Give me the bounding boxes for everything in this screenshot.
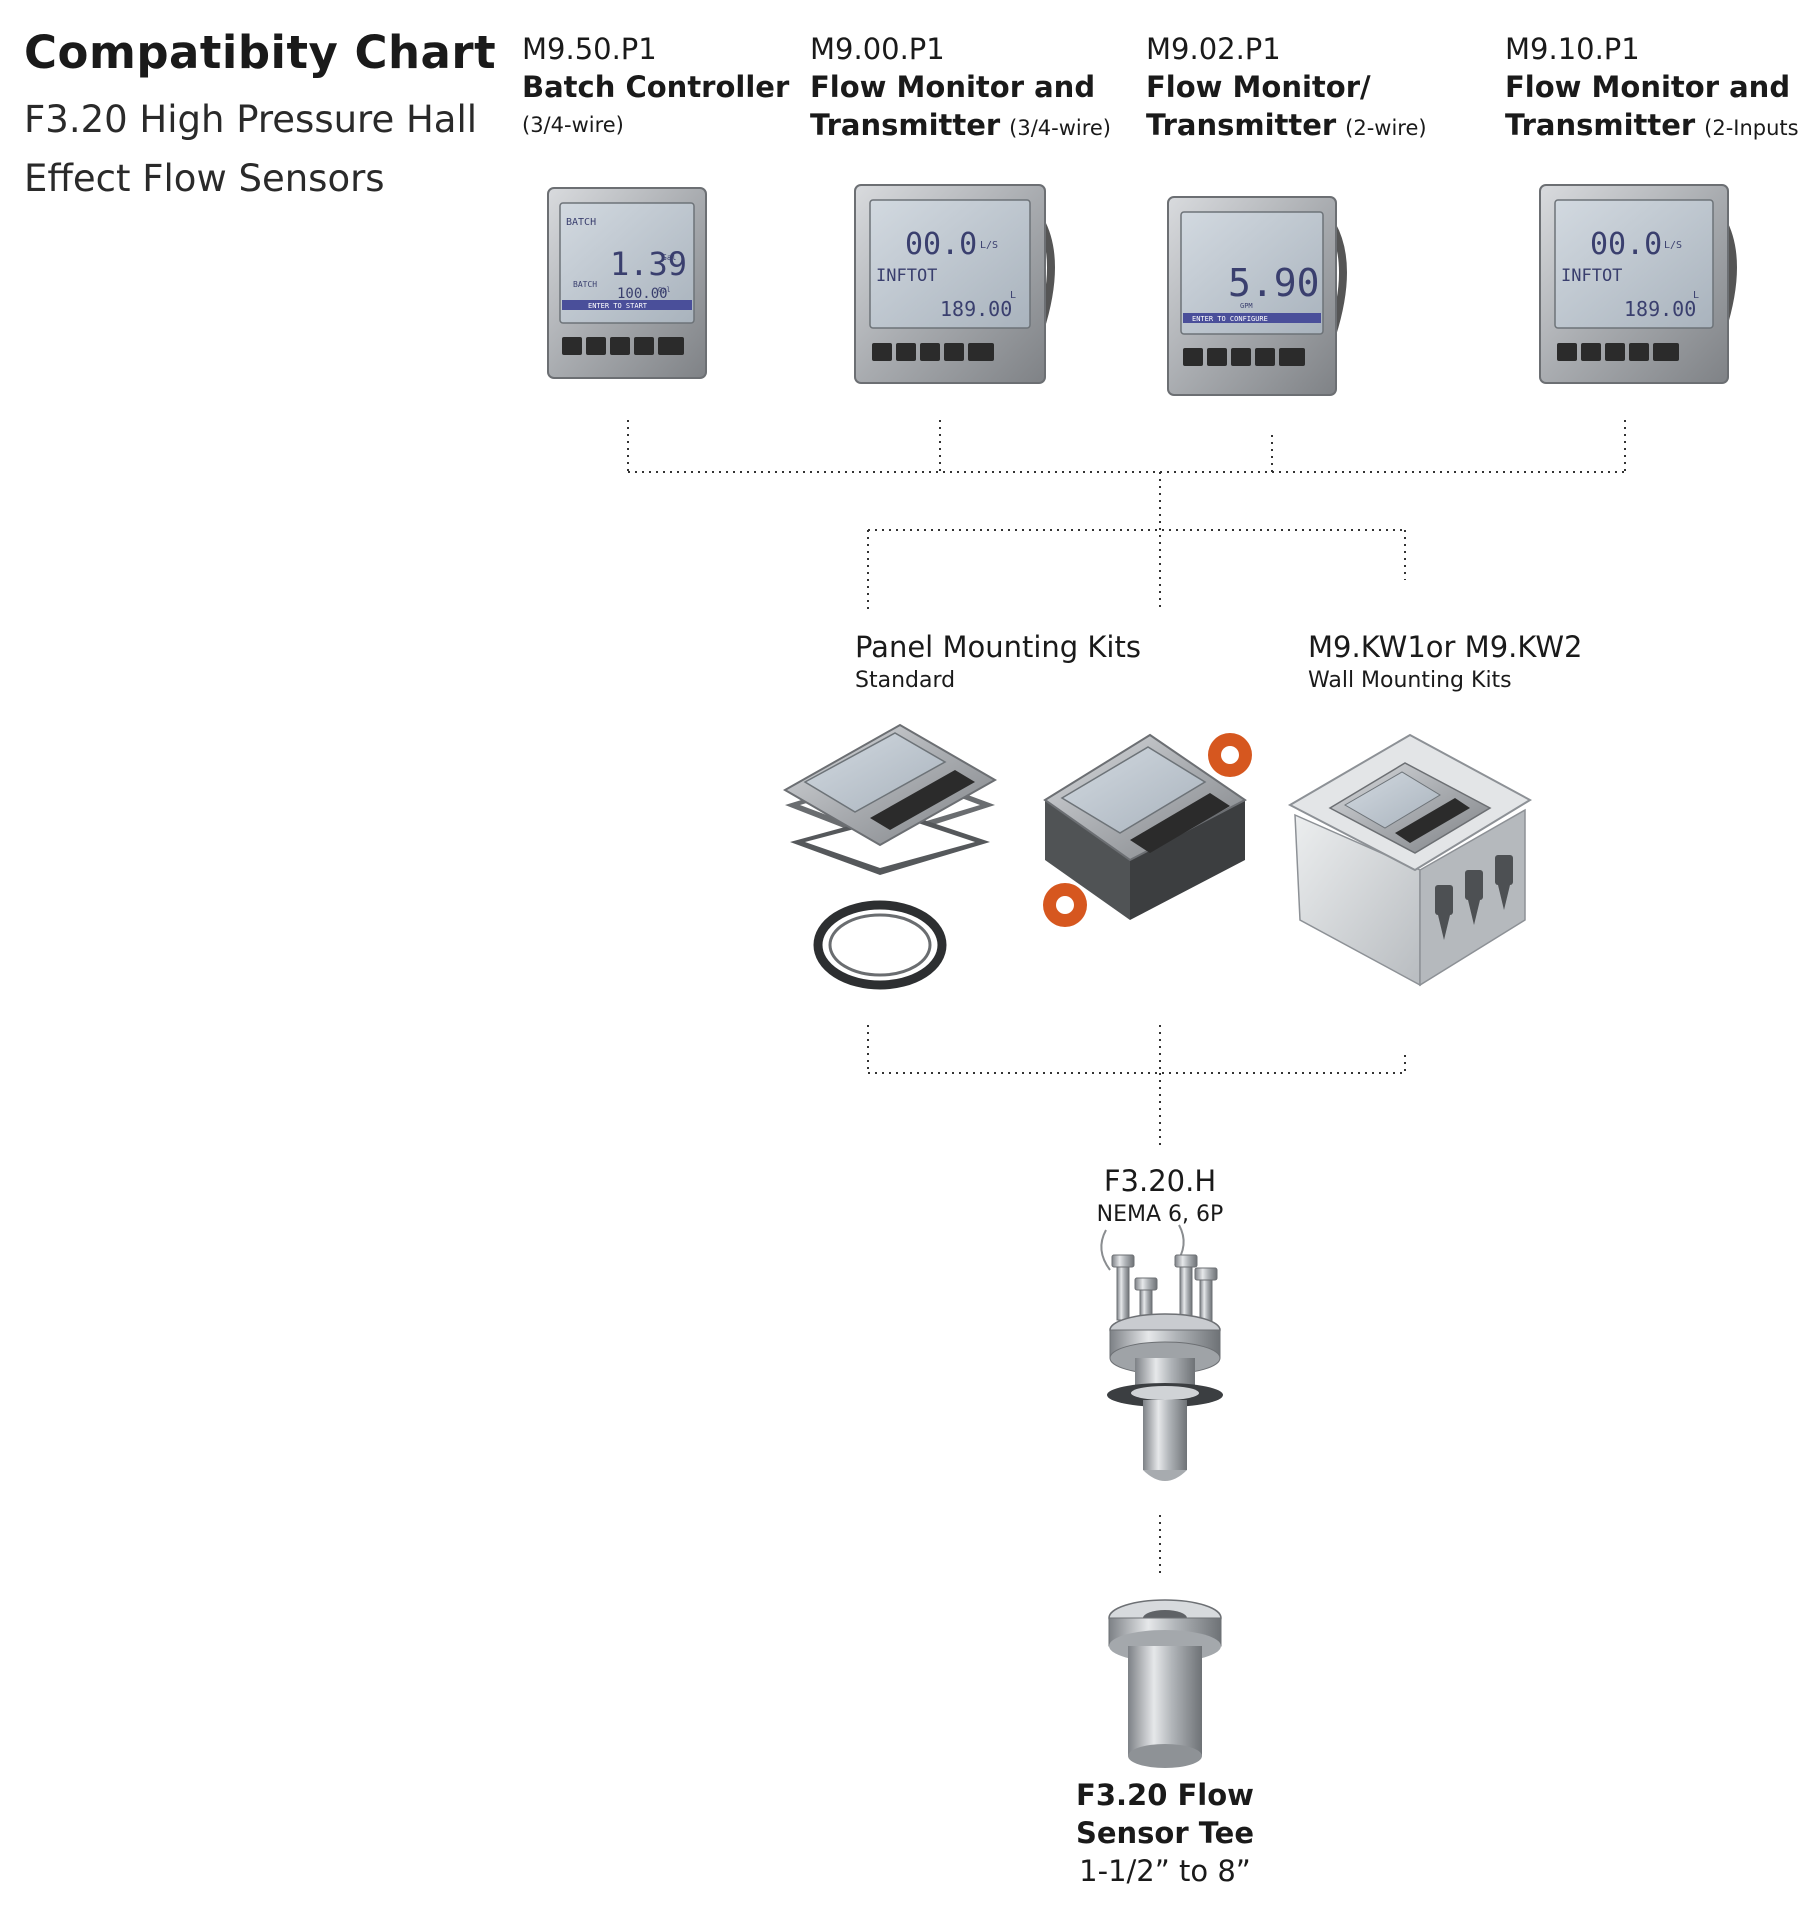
lcd-main-value: 5.90 bbox=[1228, 261, 1320, 305]
monitor-name: Flow Monitor/ bbox=[1146, 70, 1371, 104]
sensor-label: F3.20.H NEMA 6, 6P bbox=[1050, 1162, 1270, 1230]
monitor-model: M9.00.P1 bbox=[810, 32, 945, 66]
keypad bbox=[1183, 348, 1305, 366]
monitor-name: Batch Controller bbox=[522, 70, 790, 104]
monitor-name: Transmitter bbox=[1505, 108, 1696, 142]
connector-lines bbox=[627, 420, 1626, 1578]
lcd-row2-label: BATCH bbox=[573, 280, 597, 289]
monitor-wire: (2-Inputs) bbox=[1704, 116, 1800, 140]
tee-label: F3.20 Flow Sensor Tee 1-1/2” to 8” bbox=[1040, 1776, 1290, 1890]
lcd-top-label: BATCH bbox=[566, 217, 596, 228]
monitor-model: M9.50.P1 bbox=[522, 32, 657, 66]
monitor-heading-4: M9.10.P1 Flow Monitor and Transmitter (2… bbox=[1505, 30, 1800, 144]
sensor-model: F3.20.H bbox=[1103, 1164, 1217, 1198]
lcd-row3-value: 189.00 bbox=[940, 297, 1012, 321]
kit-model: M9.KW1or M9.KW2 bbox=[1308, 630, 1583, 664]
monitor-model: M9.02.P1 bbox=[1146, 32, 1281, 66]
tee-name: F3.20 Flow bbox=[1076, 1778, 1254, 1812]
monitor-wire: (3/4-wire) bbox=[1009, 116, 1112, 140]
monitor-heading-2: M9.00.P1 Flow Monitor and Transmitter (3… bbox=[810, 30, 1111, 144]
tee-size: 1-1/2” to 8” bbox=[1079, 1854, 1251, 1888]
keypad bbox=[872, 343, 994, 361]
lcd-main-value: 1.39 bbox=[610, 245, 687, 283]
kit-desc: Standard bbox=[855, 668, 956, 693]
lcd-bar-text: ENTER TO CONFIGURE bbox=[1192, 315, 1268, 323]
lcd-unit: GPM bbox=[1240, 302, 1253, 310]
monitor-heading-1: M9.50.P1 Batch Controller (3/4-wire) bbox=[522, 30, 789, 139]
monitor-wire: (3/4-wire) bbox=[522, 113, 624, 137]
monitor-device-4: 00.0 L/S INFTOT L 189.00 bbox=[1539, 184, 1737, 384]
kit-desc: Wall Mounting Kits bbox=[1308, 668, 1512, 693]
monitor-model: M9.10.P1 bbox=[1505, 32, 1640, 66]
lcd-unit: L/S bbox=[1664, 240, 1682, 251]
panel-kit-label: Panel Mounting Kits Standard bbox=[855, 628, 1141, 696]
lcd-main-value: 00.0 bbox=[905, 227, 977, 262]
lcd-row3-value: 189.00 bbox=[1624, 297, 1696, 321]
monitor-name: Transmitter bbox=[810, 108, 1001, 142]
lcd-unit: L/S bbox=[980, 240, 998, 251]
keypad bbox=[1557, 343, 1679, 361]
lcd-row3-unit: L bbox=[1010, 290, 1016, 301]
lcd-row2-value: 100.00 bbox=[617, 286, 668, 302]
lcd-unit: Gal bbox=[662, 253, 677, 262]
chart-title: Compatibity Chart bbox=[24, 26, 497, 79]
panel-kit-exploded bbox=[782, 723, 998, 990]
panel-kit-assembled bbox=[1043, 733, 1252, 927]
monitor-name: Flow Monitor and bbox=[810, 70, 1096, 104]
monitor-device-1: BATCH 1.39 Gal BATCH 100.00 Gal ENTER TO… bbox=[547, 187, 707, 379]
wall-kit-enclosure bbox=[1287, 733, 1533, 987]
monitor-wire: (2-wire) bbox=[1345, 116, 1427, 140]
kit-model: Panel Mounting Kits bbox=[855, 630, 1141, 664]
lcd-main-value: 00.0 bbox=[1590, 227, 1662, 262]
monitor-heading-3: M9.02.P1 Flow Monitor/ Transmitter (2-wi… bbox=[1146, 30, 1427, 144]
lcd-row3-unit: L bbox=[1693, 290, 1699, 301]
monitor-device-2: 00.0 L/S INFTOT L 189.00 bbox=[854, 184, 1055, 384]
monitor-device-3: 5.90 GPM ENTER TO CONFIGURE bbox=[1167, 196, 1347, 396]
lcd-row2-label: INFTOT bbox=[876, 266, 937, 286]
tee-name: Sensor Tee bbox=[1075, 1816, 1255, 1850]
wall-kit-label: M9.KW1or M9.KW2 Wall Mounting Kits bbox=[1308, 628, 1582, 696]
sensor-tee-device bbox=[1108, 1599, 1222, 1768]
flow-sensor-device bbox=[1100, 1224, 1223, 1481]
chart-subtitle: F3.20 High Pressure Hall Effect Flow Sen… bbox=[24, 98, 478, 200]
monitor-name: Transmitter bbox=[1146, 108, 1337, 142]
keypad bbox=[562, 337, 684, 355]
sensor-desc: NEMA 6, 6P bbox=[1096, 1202, 1224, 1227]
lcd-row2-unit: Gal bbox=[658, 286, 671, 294]
monitor-name: Flow Monitor and bbox=[1505, 70, 1791, 104]
lcd-bar-text: ENTER TO START bbox=[588, 302, 648, 310]
lcd-row2-label: INFTOT bbox=[1561, 266, 1622, 286]
